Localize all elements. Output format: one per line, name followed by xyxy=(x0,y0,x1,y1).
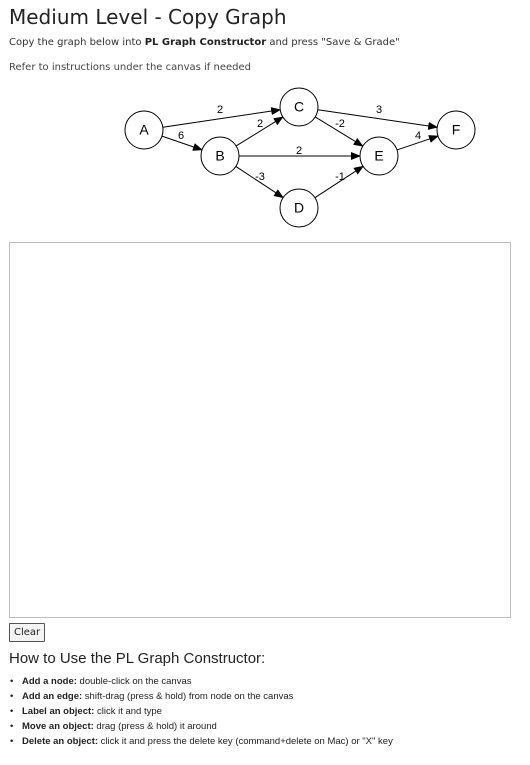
instruction-item-add-node: Add a node: double-click on the canvas xyxy=(9,675,393,690)
instruction-item-label-object: Label an object: click it and type xyxy=(9,705,393,720)
edge-A-B xyxy=(161,135,203,151)
page-title: Medium Level - Copy Graph xyxy=(9,5,287,29)
intro-text: Copy the graph below into PL Graph Const… xyxy=(9,37,400,48)
node-F xyxy=(436,110,476,150)
edge-A-C xyxy=(162,107,282,128)
edge-weight-D-E: -1 xyxy=(335,171,345,183)
instructions-list: Add a node: double-click on the canvas A… xyxy=(9,675,393,750)
node-label-B: B xyxy=(215,148,224,164)
instruction-item-move-object: Move an object: drag (press & hold) it a… xyxy=(9,720,393,735)
node-C xyxy=(279,87,319,127)
intro-tool-name: PL Graph Constructor xyxy=(144,37,267,48)
intro-prefix: Copy the graph below into xyxy=(9,37,145,48)
edge-weight-B-D: -3 xyxy=(255,171,265,183)
edge-D-E xyxy=(314,165,364,199)
instruction-item-delete-object: Delete an object: click it and press the… xyxy=(9,735,393,750)
reference-graph: 2 6 2 2 -3 -2 3 -1 4 A B C D E F xyxy=(124,87,476,228)
node-E xyxy=(359,136,399,176)
edge-weight-E-F: 4 xyxy=(415,130,421,142)
node-label-F: F xyxy=(452,122,461,138)
intro-suffix: and press "Save & Grade" xyxy=(266,37,400,48)
edge-weight-A-C: 2 xyxy=(217,104,223,116)
node-A xyxy=(124,110,164,150)
edge-C-E xyxy=(314,116,364,147)
instruction-item-add-edge: Add an edge: shift-drag (press & hold) f… xyxy=(9,690,393,705)
edge-weight-B-C: 2 xyxy=(257,118,263,130)
edge-weight-A-B: 6 xyxy=(178,130,184,142)
clear-button[interactable]: Clear xyxy=(9,623,46,642)
node-D xyxy=(279,188,319,228)
node-label-D: D xyxy=(294,200,304,216)
node-label-C: C xyxy=(294,99,304,115)
edge-weight-C-E: -2 xyxy=(335,118,345,130)
edge-E-F xyxy=(396,135,439,151)
node-B xyxy=(200,136,240,176)
edge-weight-B-E: 2 xyxy=(296,145,302,157)
refer-text: Refer to instructions under the canvas i… xyxy=(9,62,251,73)
edge-B-C xyxy=(235,116,284,147)
howto-title: How to Use the PL Graph Constructor: xyxy=(9,650,266,667)
edge-C-F xyxy=(317,109,439,130)
edge-B-D xyxy=(235,166,284,199)
node-label-A: A xyxy=(139,122,149,138)
node-label-E: E xyxy=(374,148,383,164)
nodes-layer: A B C D E F xyxy=(124,87,476,228)
graph-constructor-canvas[interactable] xyxy=(9,242,511,618)
edge-weight-C-F: 3 xyxy=(376,104,382,116)
edges-layer: 2 6 2 2 -3 -2 3 -1 4 xyxy=(161,104,439,199)
